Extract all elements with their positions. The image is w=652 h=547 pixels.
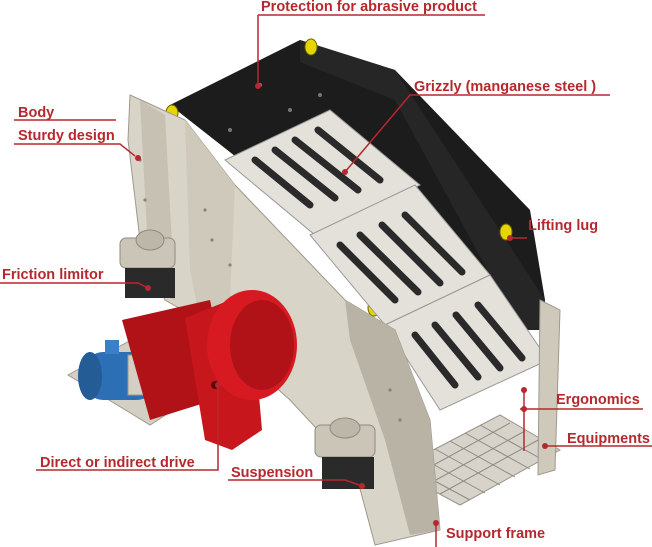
label-sturdy-design: Sturdy design xyxy=(18,128,115,144)
label-grizzly: Grizzly (manganese steel ) xyxy=(414,79,597,95)
leader-grizzly xyxy=(344,94,610,173)
label-protection: Protection for abrasive product xyxy=(261,0,477,15)
label-suspension: Suspension xyxy=(231,465,314,481)
grizzly-deck xyxy=(224,109,549,411)
leader-friction xyxy=(0,282,149,289)
drive-guard xyxy=(122,290,297,450)
leader-sturdy xyxy=(14,143,136,157)
label-lifting-lug: Lifting lug xyxy=(528,218,599,234)
label-support-frame: Support frame xyxy=(446,526,546,542)
label-friction-limitor: Friction limitor xyxy=(2,267,104,283)
label-drive: Direct or indirect drive xyxy=(40,455,195,471)
label-ergonomics: Ergonomics xyxy=(556,392,640,408)
label-body: Body xyxy=(18,105,55,121)
leader-dots xyxy=(135,83,548,526)
leader-drive xyxy=(36,385,219,471)
leader-suspension xyxy=(228,479,363,487)
leader-lines xyxy=(0,14,652,547)
label-equipments: Equipments xyxy=(567,431,650,447)
